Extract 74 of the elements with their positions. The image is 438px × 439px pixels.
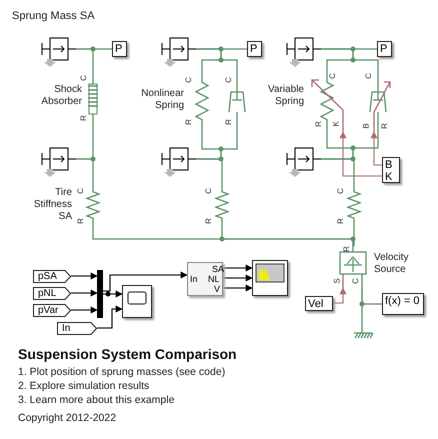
port-label: C	[352, 278, 360, 284]
connection-line	[321, 158, 355, 183]
arrow	[71, 306, 98, 314]
block-label: Nonlinear Spring	[140, 88, 184, 112]
note-text: 3. Learn more about this example	[18, 394, 174, 406]
port-block: P	[377, 41, 392, 57]
port-label: R	[224, 119, 233, 125]
arrow	[223, 274, 253, 282]
port-label: C	[80, 75, 88, 81]
port-label: K	[332, 121, 341, 127]
arrow	[223, 264, 253, 272]
arrow	[340, 131, 382, 177]
goto-tag: In	[57, 322, 97, 335]
port-block: P	[112, 41, 127, 57]
block-label: Variable Spring	[267, 84, 304, 108]
subsystem-block	[187, 262, 223, 296]
scope-block	[122, 285, 152, 318]
port-label: R	[184, 119, 193, 125]
port-label: C	[76, 188, 85, 194]
connection-line	[321, 48, 379, 70]
port-label: R	[380, 123, 389, 129]
note-text: 1. Plot position of sprung masses (see code)	[18, 366, 226, 378]
port-label: R	[342, 246, 351, 252]
port-label: C	[364, 73, 373, 79]
display-block	[252, 260, 288, 296]
block-label: Velocity Source	[374, 252, 410, 276]
port-label: R	[76, 218, 85, 224]
from-block: Vel	[305, 296, 333, 311]
arrow	[223, 284, 253, 292]
ground-symbol	[352, 325, 374, 339]
title: Suspension System Comparison	[18, 346, 237, 362]
arrow	[103, 290, 123, 298]
port-block: P	[247, 41, 262, 57]
mux-bar	[97, 270, 103, 318]
goto-tag: pSA	[33, 270, 71, 283]
arrow	[370, 131, 382, 166]
connection-line	[76, 48, 94, 70]
port-label: C	[328, 73, 337, 79]
port-label: V	[214, 285, 220, 294]
from-block	[382, 157, 400, 183]
note-text: 2. Explore simulation results	[18, 380, 150, 392]
port-label: R	[314, 121, 323, 127]
port-label: R	[80, 115, 88, 121]
connection-line	[76, 158, 94, 183]
note-text: Copyright 2012-2022	[18, 412, 116, 424]
connection-line	[361, 288, 363, 325]
solver-block: f(x) = 0	[382, 293, 424, 315]
port-label: In	[190, 275, 198, 284]
goto-tag: pNL	[33, 287, 71, 300]
connection-line	[221, 227, 354, 246]
port-label: B	[362, 123, 371, 129]
port-label: B	[385, 159, 394, 171]
arrow	[103, 272, 188, 292]
connection-line	[196, 48, 238, 70]
port-label: NL	[208, 275, 220, 284]
arrow	[97, 306, 123, 329]
arrow	[71, 272, 98, 280]
port-label: C	[204, 188, 213, 194]
arrow	[71, 290, 98, 296]
annotation-text: Sprung Mass SA	[12, 10, 95, 22]
goto-tag: pVar	[33, 304, 71, 317]
port-label: S	[334, 278, 342, 284]
arrow	[333, 287, 346, 304]
port-label: C	[336, 188, 345, 194]
block-label: Shock Absorber	[40, 84, 82, 108]
port-label: R	[336, 218, 345, 224]
connection-line	[196, 158, 223, 183]
port-label: R	[204, 218, 213, 224]
port-label: C	[184, 77, 193, 83]
connection-line	[353, 227, 355, 246]
port-label: K	[385, 171, 394, 183]
port-label: SA	[212, 265, 224, 274]
port-label: C	[224, 77, 233, 83]
block-label: Tire Stiffness SA	[32, 187, 72, 223]
